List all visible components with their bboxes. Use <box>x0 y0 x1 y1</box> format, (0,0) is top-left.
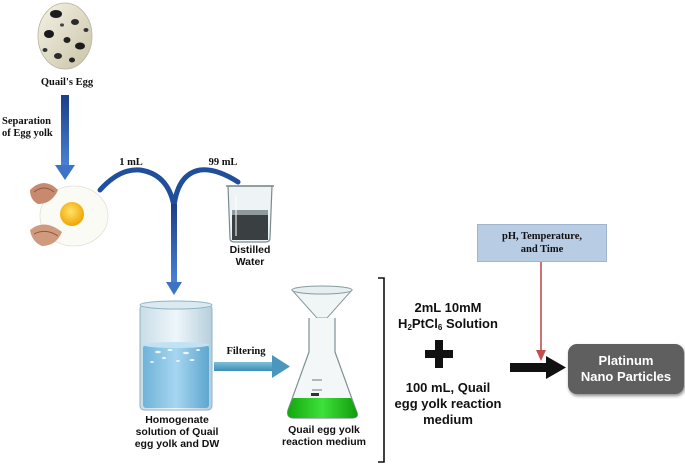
formula-part-h: H <box>398 315 408 331</box>
filtering-arrow <box>214 355 290 378</box>
homogenate-label-line3: egg yolk and DW <box>134 438 220 451</box>
cracked-egg-image <box>30 183 109 247</box>
merging-arrows <box>97 167 241 295</box>
flask-with-funnel-image <box>287 285 358 419</box>
water-beaker-image <box>226 185 274 243</box>
conditions-line2: and Time <box>520 244 564 255</box>
result-box: Platinum Nano Particles <box>568 344 684 394</box>
formula-part-solution: Solution <box>442 315 498 331</box>
homogenate-label-line1: Homogenate <box>145 414 209 426</box>
homogenate-cylinder-image <box>139 300 213 411</box>
reagent-yolk-medium: 100 mL, Quail egg yolk reaction medium <box>392 380 504 428</box>
reagent-platinum-formula: H2PtCl6 Solution <box>392 316 504 333</box>
water-label: Distilled Water <box>219 244 281 268</box>
water-volume-label: 99 mL <box>208 157 238 168</box>
water-label-line1: Distilled <box>229 244 271 256</box>
separation-label-line2: of Egg yolk <box>2 128 53 140</box>
reagent-platinum-solution: 2mL 10mM H2PtCl6 Solution <box>392 300 504 333</box>
egg-label: Quail's Egg <box>40 77 94 88</box>
plus-sign <box>425 340 453 368</box>
homogenate-label-line2: solution of Quail <box>135 426 219 439</box>
quail-egg-image <box>37 2 93 70</box>
reaction-arrow <box>510 356 566 379</box>
result-line1: Platinum <box>598 353 654 369</box>
reagent-yolk-line3: medium <box>423 411 473 427</box>
reaction-medium-label-line2: reaction medium <box>281 436 367 449</box>
reaction-medium-label-line1: Quail egg yolk <box>288 424 360 436</box>
formula-sub-6: 6 <box>437 322 443 332</box>
water-label-line2: Water <box>235 256 265 269</box>
separation-label: Separation of Egg yolk <box>0 116 68 140</box>
separation-label-line1: Separation <box>2 116 52 127</box>
separation-arrow <box>55 95 75 180</box>
conditions-line1: pH, Temperature, <box>501 230 583 242</box>
filtering-label: Filtering <box>226 346 266 357</box>
result-line2: Nano Particles <box>580 369 672 384</box>
reagent-platinum-line1: 2mL 10mM <box>414 300 482 315</box>
reaction-medium-label: Quail egg yolk reaction medium <box>270 424 378 448</box>
reactants-bracket <box>378 277 385 463</box>
conditions-arrow <box>536 262 546 361</box>
yolk-volume-label: 1 mL <box>119 157 143 168</box>
formula-sub-2: 2 <box>407 322 412 332</box>
reagent-yolk-line2: egg yolk reaction <box>394 395 502 411</box>
conditions-box: pH, Temperature, and Time <box>477 224 607 262</box>
homogenate-label: Homogenate solution of Quail egg yolk an… <box>124 414 230 450</box>
reagent-yolk-line1: 100 mL, Quail <box>405 380 491 395</box>
formula-part-ptcl: PtCl <box>411 315 438 331</box>
